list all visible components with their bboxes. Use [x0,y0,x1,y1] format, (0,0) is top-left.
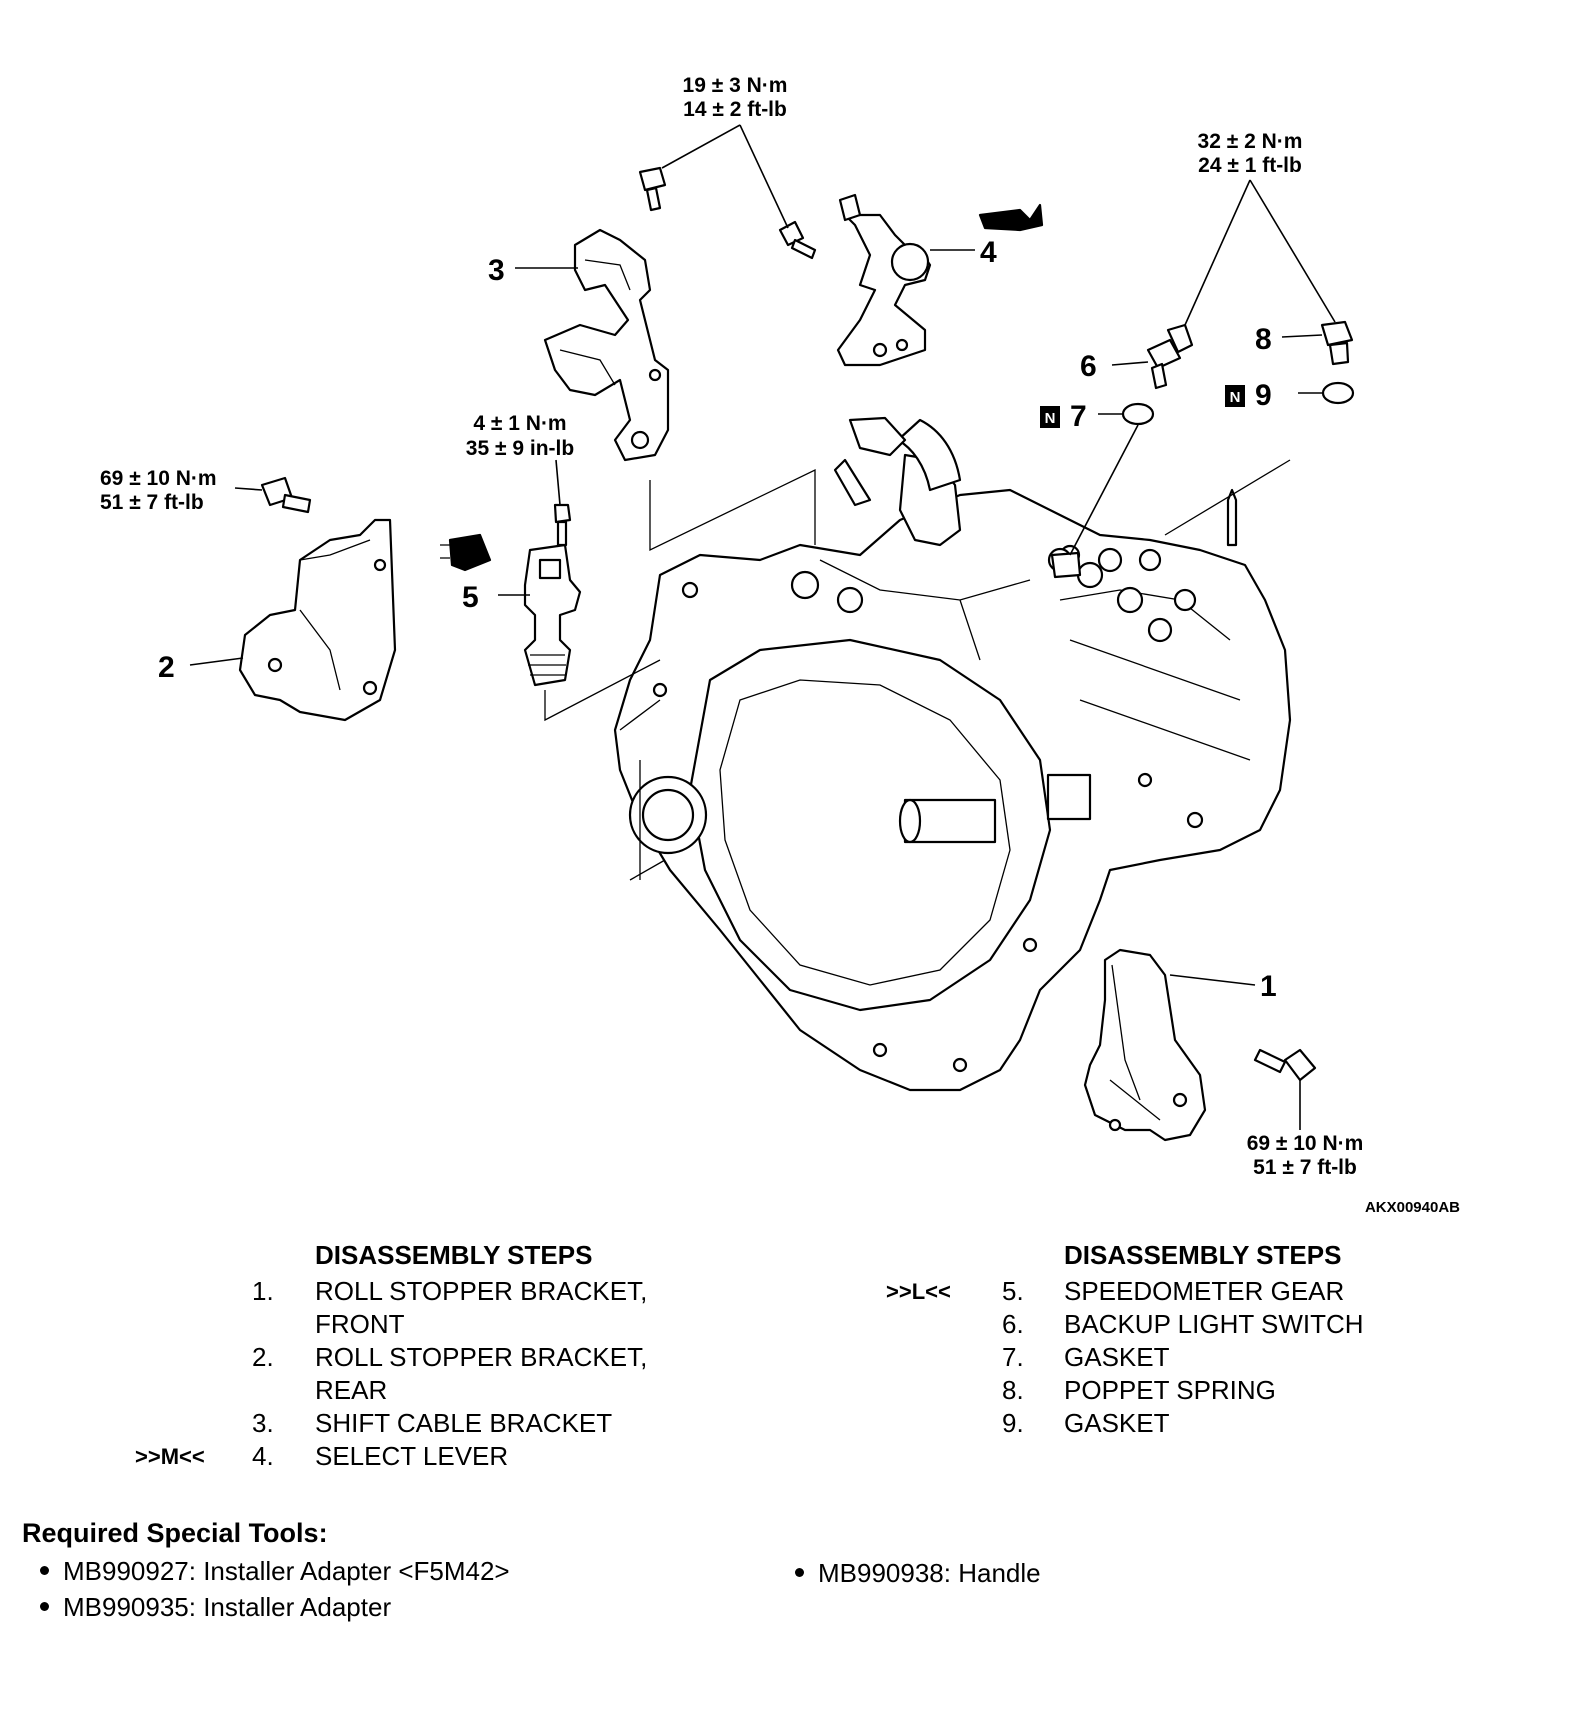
figure-id: AKX00940AB [1365,1199,1460,1216]
tool-item-2: MB990935: Installer Adapter [40,1592,391,1623]
step-2: 2. ROLL STOPPER BRACKET, [130,1341,750,1374]
step-1: 1. ROLL STOPPER BRACKET, [130,1275,750,1308]
disassembly-steps-left: DISASSEMBLY STEPS 1. ROLL STOPPER BRACKE… [130,1240,750,1473]
torque-69-front-ft: 51 ± 7 ft-lb [1253,1156,1357,1179]
select-lever [836,193,932,367]
callout-3: 3 [488,254,505,287]
step-label: SELECT LEVER [315,1441,509,1471]
step-6: 6. BACKUP LIGHT SWITCH [880,1308,1520,1341]
step-label: GASKET [1064,1408,1170,1438]
step-number: 5. [1002,1276,1024,1306]
bolt-5 [553,503,572,547]
step-marker: >>L<< [886,1279,951,1304]
steps-right-heading: DISASSEMBLY STEPS [1064,1240,1342,1270]
step-label: POPPET SPRING [1064,1375,1276,1405]
torque-19-nm: 19 ± 3 N·m [683,74,788,97]
step-label: SHIFT CABLE BRACKET [315,1408,613,1438]
exploded-view-diagram: 19 ± 3 N·m 14 ± 2 ft-lb 32 ± 2 N·m 24 ± … [100,74,1460,1216]
grease-can-icon [978,203,1044,232]
step-number: 7. [1002,1342,1024,1372]
tool-item-1: MB990927: Installer Adapter <F5M42> [40,1556,510,1587]
step-marker: >>M<< [135,1444,205,1469]
step-label: FRONT [315,1309,405,1339]
callout-7: 7 [1070,400,1087,433]
step-1-cont: FRONT [130,1308,750,1341]
callout-5: 5 [462,581,479,614]
torque-4-in: 35 ± 9 in-lb [466,437,574,460]
tool-item-3: MB990938: Handle [795,1558,1041,1589]
bolt-1 [1253,1048,1317,1082]
gasket-9 [1321,381,1355,405]
leader-lines [189,124,1336,1130]
speedometer-gear [523,543,582,687]
roll-stopper-bracket-front [1083,948,1207,1142]
disassembly-steps-right: DISASSEMBLY STEPS >>L<< 5. SPEEDOMETER G… [880,1240,1520,1440]
torque-32-ft: 24 ± 1 ft-lb [1198,154,1302,177]
step-4: >>M<< 4. SELECT LEVER [130,1440,750,1473]
callout-6: 6 [1080,350,1097,383]
step-number: 4. [252,1441,274,1471]
tool-label: MB990935: Installer Adapter [63,1592,392,1622]
step-8: 8. POPPET SPRING [880,1374,1520,1407]
step-5: >>L<< 5. SPEEDOMETER GEAR [880,1275,1520,1308]
gasket-7 [1121,402,1155,426]
step-number: 1. [252,1276,274,1306]
bolt-2 [260,476,312,514]
step-number: 3. [252,1408,274,1438]
bolt-3b [778,220,817,260]
callout-2: 2 [158,651,175,684]
step-number: 9. [1002,1408,1024,1438]
step-number: 2. [252,1342,274,1372]
step-label: BACKUP LIGHT SWITCH [1064,1309,1364,1339]
bullet-icon [795,1567,804,1577]
callout-1: 1 [1260,970,1277,1003]
tool-label: MB990927: Installer Adapter <F5M42> [63,1556,510,1586]
step-3: 3. SHIFT CABLE BRACKET [130,1407,750,1440]
transaxle-case [544,416,1292,1092]
new-part-marker-9: N [1225,385,1245,407]
torque-69-rear-nm: 69 ± 10 N·m [100,467,217,490]
svg-text:N: N [1230,389,1241,406]
step-2-cont: REAR [130,1374,750,1407]
callout-9: 9 [1255,379,1272,412]
step-label: SPEEDOMETER GEAR [1064,1276,1345,1306]
step-9: 9. GASKET [880,1407,1520,1440]
tool-label: MB990938: Handle [818,1558,1041,1588]
step-label: ROLL STOPPER BRACKET, [315,1276,648,1306]
bullet-icon [40,1565,49,1575]
grease-icon [440,533,492,572]
bullet-icon [40,1601,49,1611]
bolt-3a [638,166,667,212]
poppet-spring-plug [1320,320,1354,366]
torque-32-nm: 32 ± 2 N·m [1198,130,1303,153]
backup-light-switch [1146,323,1194,390]
callout-4: 4 [980,236,997,269]
torque-69-rear-ft: 51 ± 7 ft-lb [100,491,204,514]
step-label: GASKET [1064,1342,1170,1372]
step-number: 6. [1002,1309,1024,1339]
torque-19-ft: 14 ± 2 ft-lb [683,98,787,121]
step-7: 7. GASKET [880,1341,1520,1374]
torque-4-nm: 4 ± 1 N·m [473,412,566,435]
torque-69-front-nm: 69 ± 10 N·m [1247,1132,1364,1155]
step-number: 8. [1002,1375,1024,1405]
steps-left-heading: DISASSEMBLY STEPS [315,1240,593,1270]
shift-cable-bracket [543,228,670,462]
step-label: REAR [315,1375,388,1405]
tools-title: Required Special Tools: [22,1518,328,1548]
roll-stopper-bracket-rear [238,518,397,722]
new-part-marker-7: N [1040,406,1060,428]
callout-8: 8 [1255,323,1272,356]
step-label: ROLL STOPPER BRACKET, [315,1342,648,1372]
svg-text:N: N [1045,410,1056,427]
